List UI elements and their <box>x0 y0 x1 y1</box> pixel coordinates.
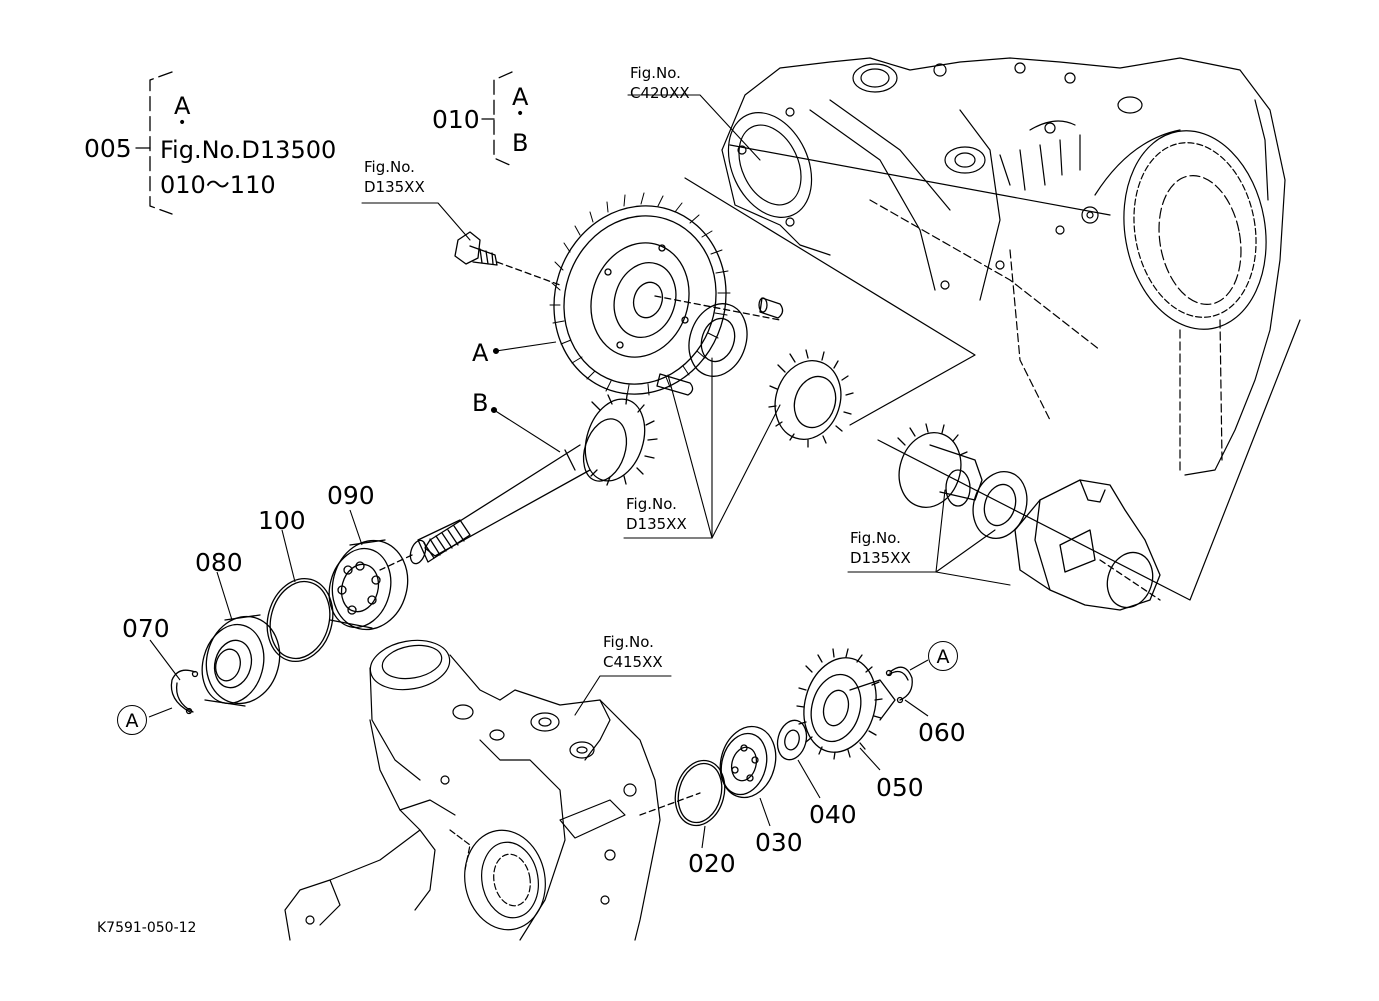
part-number-100[interactable]: 100 <box>258 506 306 535</box>
part-number-030[interactable]: 030 <box>755 828 803 857</box>
marker-a-ring-gear[interactable]: A <box>472 339 489 367</box>
fig-ref-d135xx-right-line2: D135XX <box>850 549 911 567</box>
bearing-030 <box>719 725 777 799</box>
ref-number-005: 005 <box>84 134 132 163</box>
callout-a-right[interactable]: A <box>928 641 958 671</box>
ref-005-dot: • <box>178 115 187 131</box>
thrust-washer <box>688 303 748 377</box>
ref-010-line2: B <box>512 129 529 157</box>
callout-a-left[interactable]: A <box>117 705 147 735</box>
washer-040 <box>776 719 808 761</box>
fig-ref-c415xx[interactable]: Fig.No. C415XX <box>603 632 663 672</box>
bolt <box>454 231 561 286</box>
ref-005-line2: Fig.No.D13500 <box>160 136 337 164</box>
fig-ref-c415xx-line1: Fig.No. <box>603 633 654 651</box>
pinion-shaft-b <box>379 394 658 571</box>
ref-005-line1: A <box>174 92 191 120</box>
fig-ref-d135xx-middle-line2: D135XX <box>626 515 687 533</box>
bearing-090 <box>328 539 409 631</box>
fig-ref-d135xx-top-line1: Fig.No. <box>364 158 415 176</box>
bracket-005 <box>135 71 173 215</box>
part-number-020[interactable]: 020 <box>688 849 736 878</box>
drawing-code: K7591-050-12 <box>97 920 197 936</box>
fig-ref-c420xx-line2: C420XX <box>630 84 690 102</box>
fig-ref-d135xx-right[interactable]: Fig.No. D135XX <box>850 528 911 568</box>
differential-bevel-gear <box>768 349 854 448</box>
transmission-case <box>684 57 1301 601</box>
bracket-010 <box>481 71 513 167</box>
fig-ref-c420xx[interactable]: Fig.No. C420XX <box>630 63 690 103</box>
snap-ring-060 <box>885 666 913 704</box>
fig-ref-d135xx-middle-line1: Fig.No. <box>626 495 677 513</box>
part-number-080[interactable]: 080 <box>195 548 243 577</box>
ref-010-dot: • <box>516 106 525 122</box>
fig-ref-d135xx-middle[interactable]: Fig.No. D135XX <box>626 494 687 534</box>
bearing-080 <box>201 614 281 707</box>
part-number-040[interactable]: 040 <box>809 800 857 829</box>
snap-ring-070 <box>170 669 199 715</box>
part-number-090[interactable]: 090 <box>327 481 375 510</box>
o-ring-020 <box>674 759 726 827</box>
fig-ref-c415xx-line2: C415XX <box>603 653 663 671</box>
differential-case <box>897 423 1161 611</box>
fig-ref-d135xx-top[interactable]: Fig.No. D135XX <box>364 157 425 197</box>
ring-gear-a <box>549 192 781 397</box>
lower-housing <box>284 639 661 941</box>
pins <box>656 297 784 396</box>
ref-005-line3: 010～110 <box>160 171 276 199</box>
fig-ref-d135xx-top-line2: D135XX <box>364 178 425 196</box>
fig-ref-c420xx-line1: Fig.No. <box>630 64 681 82</box>
part-number-050[interactable]: 050 <box>876 773 924 802</box>
part-number-070[interactable]: 070 <box>122 614 170 643</box>
ref-number-010: 010 <box>432 105 480 134</box>
fig-ref-d135xx-right-line1: Fig.No. <box>850 529 901 547</box>
fig-leaders <box>361 94 1011 716</box>
marker-b-pinion-shaft[interactable]: B <box>472 389 489 417</box>
ref-010-line1: A <box>512 83 529 111</box>
gear-050 <box>796 648 896 760</box>
part-number-060[interactable]: 060 <box>918 718 966 747</box>
o-ring-100 <box>266 577 334 663</box>
